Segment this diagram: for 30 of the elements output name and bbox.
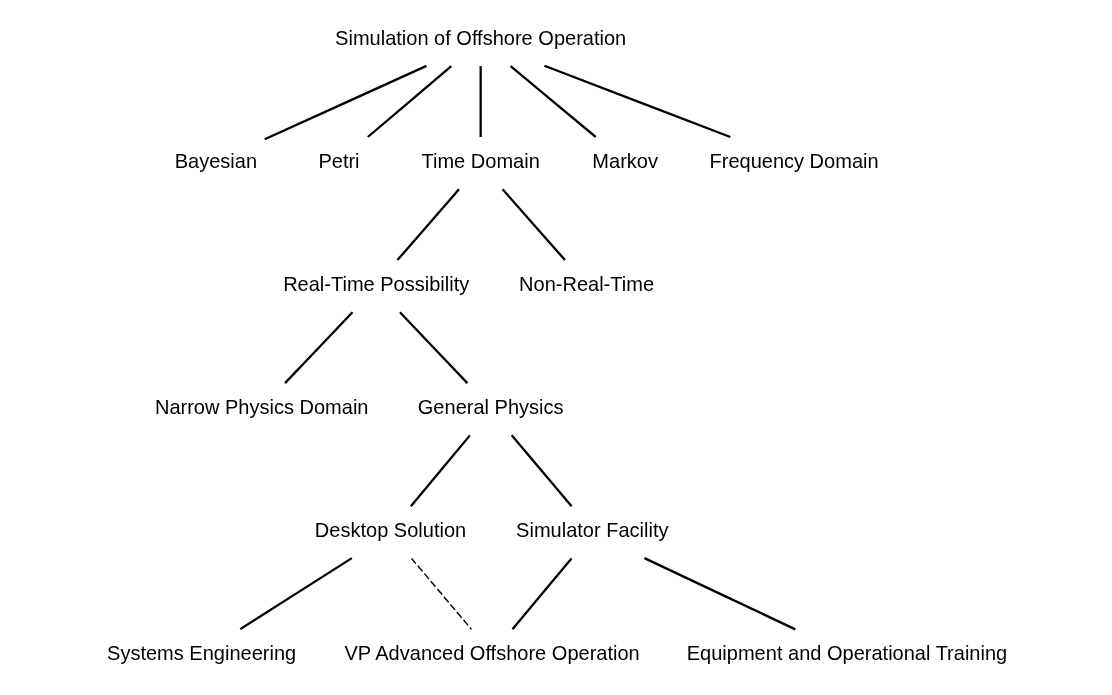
node-text: Simulator Facility: [515, 519, 668, 542]
node-text: General Physics: [417, 396, 564, 419]
connector: [510, 434, 572, 507]
node-text: Markov: [591, 150, 658, 173]
connector: [643, 557, 796, 631]
connector: [501, 188, 566, 261]
node-text: Simulation of Offshore Operation: [334, 27, 626, 50]
connector: [409, 434, 471, 507]
connector: [511, 557, 572, 630]
node-text: Narrow Physics Domain: [154, 396, 368, 419]
connector: [543, 64, 731, 139]
node-text: Systems Engineering: [106, 642, 296, 665]
connector: [263, 64, 427, 141]
connector: [398, 311, 468, 384]
connector: [239, 557, 352, 631]
node-text: VP Advanced Offshore Operation: [343, 642, 640, 665]
node-text: Frequency Domain: [708, 150, 879, 173]
connector: [366, 65, 452, 138]
connector: [283, 311, 353, 384]
node-text: Petri: [317, 150, 360, 173]
node-text: Time Domain: [421, 150, 540, 173]
connector: [479, 66, 482, 137]
node-text: Bayesian: [174, 150, 257, 173]
node-text: Equipment and Operational Training: [686, 642, 1007, 665]
node-text: Real-Time Possibility: [282, 273, 469, 296]
connector: [396, 188, 460, 261]
node-text: Desktop Solution: [314, 519, 466, 542]
node-text: Non-Real-Time: [518, 273, 654, 296]
connector: [410, 557, 472, 630]
connector: [509, 65, 596, 138]
